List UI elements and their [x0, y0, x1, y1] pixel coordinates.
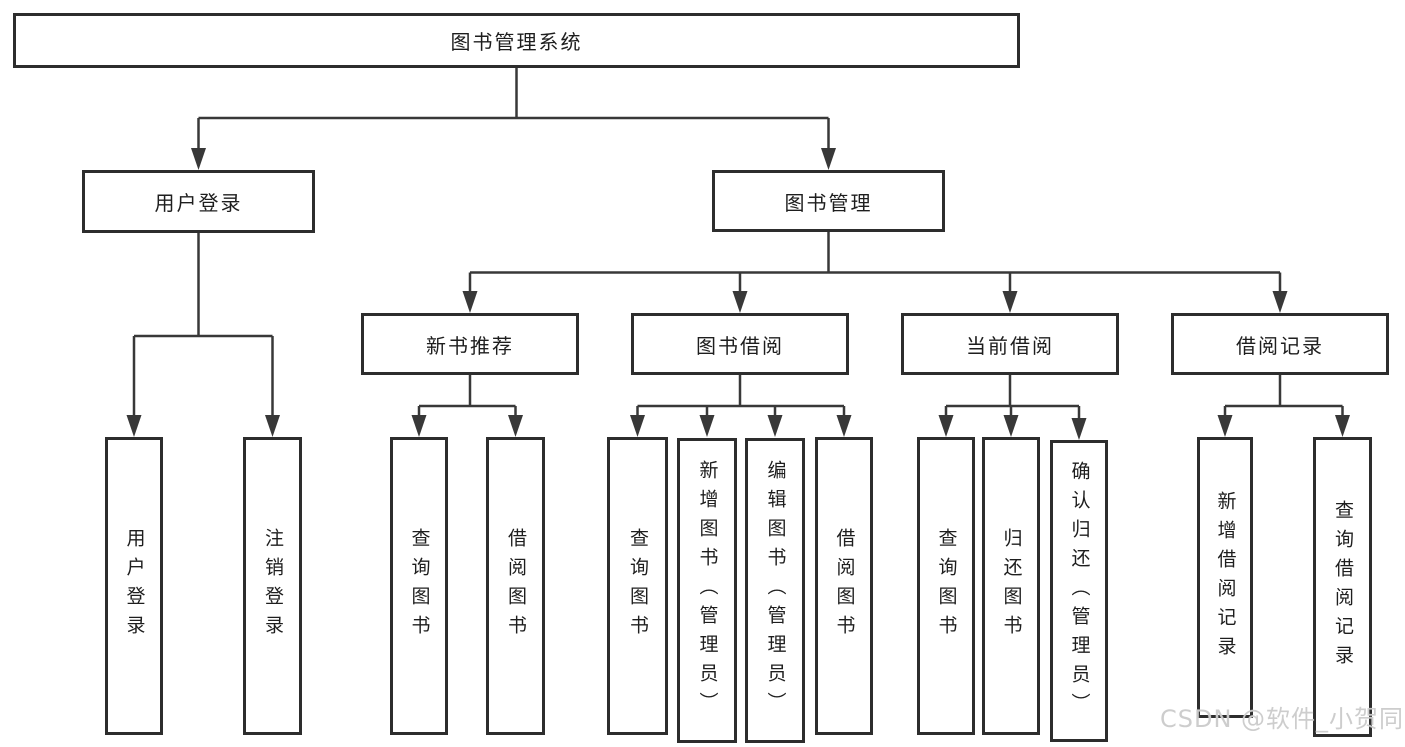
node-leaf-query-borrow-record: 查询借阅记录 — [1313, 437, 1372, 737]
node-leaf-return-books: 归还图书 — [982, 437, 1040, 735]
connector-book-borrow-to-children — [636, 375, 846, 417]
node-leaf-query-books-borrow: 查询图书 — [607, 437, 668, 735]
node-label: 借阅图书 — [833, 528, 856, 644]
node-label: 用户登录 — [154, 191, 243, 215]
node-label: 借阅图书 — [505, 528, 527, 644]
node-label: 新增借阅记录 — [1214, 490, 1237, 665]
node-label: 查询图书 — [627, 528, 649, 644]
node-leaf-confirm-return-admin: 确认归还（管理员） — [1050, 440, 1108, 742]
node-label: 借阅记录 — [1236, 333, 1324, 358]
node-leaf-add-books-admin: 新增图书（管理员） — [677, 438, 737, 743]
node-label: 新增图书（管理员） — [696, 460, 719, 721]
node-label: 图书管理 — [784, 190, 873, 215]
node-leaf-add-borrow-record: 新增借阅记录 — [1197, 437, 1253, 718]
csdn-watermark: CSDN @软件_小贺同学 — [1160, 705, 1405, 733]
node-label: 注销登录 — [262, 528, 284, 644]
node-book-borrowing: 图书借阅 — [631, 313, 849, 375]
node-leaf-query-books-rec: 查询图书 — [390, 437, 448, 735]
node-leaf-query-books-current: 查询图书 — [917, 437, 975, 735]
node-book-management: 图书管理 — [712, 170, 945, 232]
node-label: 查询图书 — [935, 528, 958, 644]
node-leaf-logout: 注销登录 — [243, 437, 302, 735]
node-label: 图书管理系统 — [450, 30, 583, 54]
node-leaf-borrow-books-rec: 借阅图书 — [486, 437, 545, 735]
node-borrowing-records: 借阅记录 — [1171, 313, 1389, 375]
node-label: 查询图书 — [408, 528, 431, 644]
node-label: 新书推荐 — [426, 333, 514, 358]
connector-book-management-to-level3 — [468, 232, 1282, 293]
node-label: 确认归还（管理员） — [1068, 460, 1091, 722]
connector-new-book-rec-to-children — [417, 375, 517, 417]
connector-user-login-to-children — [132, 233, 274, 417]
node-label: 图书借阅 — [696, 333, 784, 358]
arrowheads — [126, 148, 1350, 440]
node-label: 用户登录 — [123, 528, 146, 644]
node-leaf-user-login: 用户登录 — [105, 437, 163, 735]
node-root-library-system: 图书管理系统 — [13, 13, 1020, 68]
connector-root-to-level2 — [197, 68, 830, 150]
node-label: 当前借阅 — [966, 333, 1054, 358]
node-leaf-edit-books-admin: 编辑图书（管理员） — [745, 438, 805, 743]
node-current-borrowing: 当前借阅 — [901, 313, 1119, 375]
node-label: 查询借阅记录 — [1332, 500, 1354, 674]
node-leaf-borrow-books: 借阅图书 — [815, 437, 873, 735]
node-label: 归还图书 — [1000, 528, 1023, 644]
node-label: 编辑图书（管理员） — [764, 460, 787, 721]
connector-current-borrow-to-children — [944, 375, 1081, 420]
connector-borrow-records-to-children — [1223, 375, 1344, 417]
node-user-login: 用户登录 — [82, 170, 315, 233]
node-new-book-recommendation: 新书推荐 — [361, 313, 579, 375]
